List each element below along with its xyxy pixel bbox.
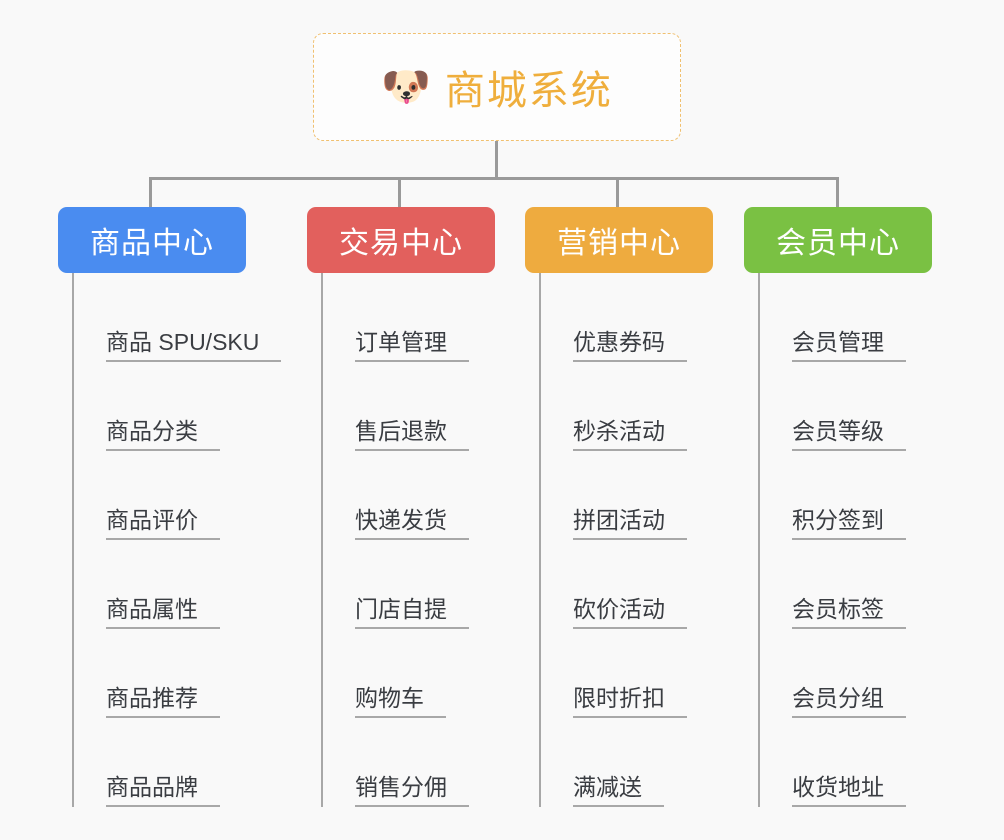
leaf-item-label: 售后退款 [355, 419, 469, 451]
leaf-item-label: 砍价活动 [573, 597, 687, 629]
category-header-2[interactable]: 交易中心 [307, 207, 495, 273]
leaf-item-label: 商品分类 [106, 419, 220, 451]
leaf-item-label: 商品推荐 [106, 686, 220, 718]
leaf-item-label: 拼团活动 [573, 508, 687, 540]
leaf-item[interactable]: 售后退款 [321, 362, 469, 451]
leaf-item[interactable]: 商品 SPU/SKU [72, 273, 282, 362]
leaf-item-label: 商品属性 [106, 597, 220, 629]
connector-drop-4 [836, 177, 839, 208]
leaf-item[interactable]: 门店自提 [321, 540, 469, 629]
leaf-item-label: 积分签到 [792, 508, 906, 540]
leaf-item[interactable]: 会员标签 [758, 540, 906, 629]
leaf-item[interactable]: 积分签到 [758, 451, 906, 540]
root-node-mall-system[interactable]: 🐶 商城系统 [313, 33, 681, 141]
connector-horizontal-bus [149, 177, 839, 180]
category-header-1[interactable]: 商品中心 [58, 207, 246, 273]
leaf-item-label: 门店自提 [355, 597, 469, 629]
leaf-item[interactable]: 拼团活动 [539, 451, 687, 540]
leaf-item-label: 收货地址 [792, 775, 906, 807]
leaf-item-label: 商品品牌 [106, 775, 220, 807]
leaf-rail-2 [321, 273, 323, 807]
leaf-item-label: 销售分佣 [355, 775, 469, 807]
leaf-item[interactable]: 商品分类 [72, 362, 281, 451]
leaf-item-label: 会员分组 [792, 686, 906, 718]
category-header-3[interactable]: 营销中心 [525, 207, 713, 273]
leaf-rail-1 [72, 273, 74, 807]
dog-face-icon: 🐶 [381, 65, 431, 109]
leaf-item[interactable]: 商品品牌 [72, 718, 281, 807]
category-header-label: 交易中心 [339, 227, 463, 260]
leaf-item-label: 会员标签 [792, 597, 906, 629]
root-node-title: 商城系统 [444, 69, 613, 113]
category-header-label: 商品中心 [90, 227, 214, 260]
leaf-item[interactable]: 砍价活动 [539, 540, 687, 629]
leaf-item[interactable]: 购物车 [321, 629, 469, 718]
leaf-item[interactable]: 限时折扣 [539, 629, 687, 718]
leaf-item-label: 快递发货 [355, 508, 469, 540]
leaf-column-3: 优惠券码秒杀活动拼团活动砍价活动限时折扣满减送 [539, 273, 687, 807]
leaf-rail-3 [539, 273, 541, 807]
category-header-label: 营销中心 [557, 227, 681, 260]
leaf-column-2: 订单管理售后退款快递发货门店自提购物车销售分佣 [321, 273, 469, 807]
leaf-column-1: 商品 SPU/SKU 商品分类商品评价商品属性商品推荐商品品牌 [72, 273, 282, 807]
connector-root-stem [495, 141, 498, 179]
category-header-4[interactable]: 会员中心 [744, 207, 932, 273]
leaf-item[interactable]: 优惠券码 [539, 273, 687, 362]
leaf-item-label: 订单管理 [355, 330, 469, 362]
connector-drop-1 [149, 177, 152, 208]
connector-drop-2 [398, 177, 401, 208]
leaf-rail-4 [758, 273, 760, 807]
leaf-item[interactable]: 会员分组 [758, 629, 906, 718]
leaf-item[interactable]: 订单管理 [321, 273, 469, 362]
leaf-item-label: 商品 SPU/SKU [106, 330, 282, 362]
category-header-label: 会员中心 [776, 227, 900, 260]
leaf-item-label: 满减送 [573, 775, 664, 807]
leaf-item-label: 会员等级 [792, 419, 906, 451]
leaf-item[interactable]: 商品属性 [72, 540, 281, 629]
leaf-item[interactable]: 快递发货 [321, 451, 469, 540]
leaf-item[interactable]: 满减送 [539, 718, 687, 807]
leaf-item-label: 购物车 [355, 686, 446, 718]
leaf-item-label: 优惠券码 [573, 330, 687, 362]
leaf-item[interactable]: 收货地址 [758, 718, 906, 807]
leaf-item-label: 会员管理 [792, 330, 906, 362]
leaf-item[interactable]: 会员等级 [758, 362, 906, 451]
leaf-item[interactable]: 商品推荐 [72, 629, 281, 718]
leaf-item[interactable]: 秒杀活动 [539, 362, 687, 451]
leaf-item[interactable]: 销售分佣 [321, 718, 469, 807]
leaf-column-4: 会员管理会员等级积分签到会员标签会员分组收货地址 [758, 273, 906, 807]
connector-drop-3 [616, 177, 619, 208]
leaf-item[interactable]: 会员管理 [758, 273, 906, 362]
leaf-item-label: 秒杀活动 [573, 419, 687, 451]
leaf-item-label: 商品评价 [106, 508, 220, 540]
leaf-item-label: 限时折扣 [573, 686, 687, 718]
leaf-item[interactable]: 商品评价 [72, 451, 281, 540]
